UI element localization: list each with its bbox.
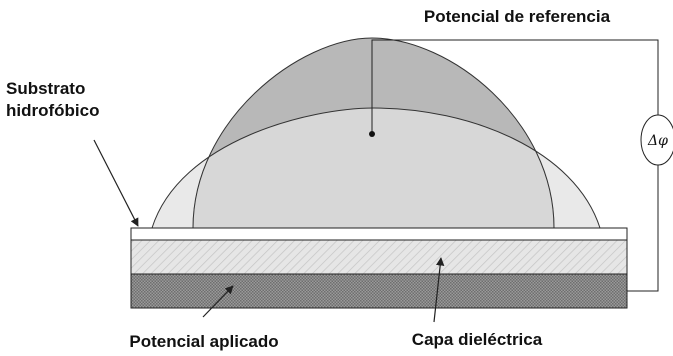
delta-phi-label: Δφ [647,133,668,149]
applied-potential-arrow [202,285,234,318]
dielectric-arrow [433,257,445,323]
dielectric-layer-label: Capa dieléctrica [412,330,543,349]
reference-potential-label: Potencial de referencia [424,7,611,26]
reference-electrode-tip [369,131,375,137]
hydrophobic-substrate-layer [130,227,628,241]
substrate-label-line1: Substrato [6,79,85,98]
voltage-source-icon [640,114,673,166]
applied-potential-label: Potencial aplicado [129,332,278,351]
reference-wire [371,39,659,132]
substrate-label-line2: hidrofóbico [6,101,99,120]
electrode-layer [130,273,628,309]
wide-droplet [151,107,601,229]
dielectric-layer [130,239,628,275]
return-wire [627,164,659,292]
substrate-arrow [93,139,139,227]
